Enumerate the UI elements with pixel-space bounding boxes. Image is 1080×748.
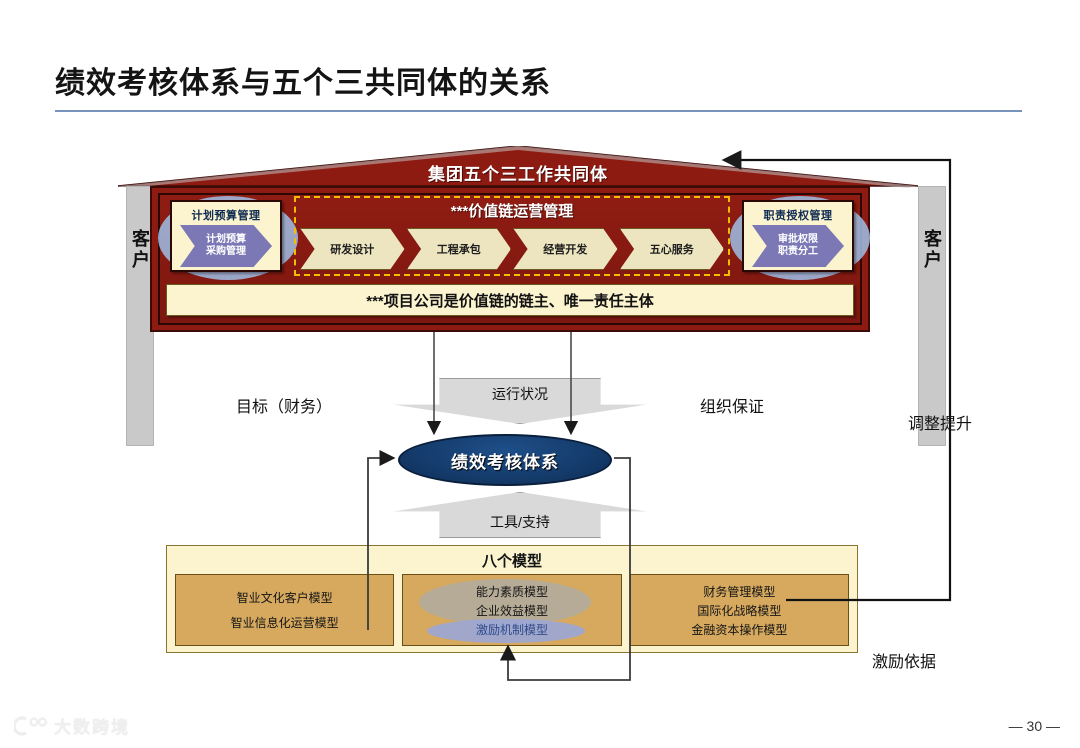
pillar-right-label: 客户 bbox=[922, 229, 942, 271]
model-item: 激励机制模型 bbox=[475, 622, 548, 637]
value-chain-title: ***价值链运营管理 bbox=[450, 203, 574, 220]
authority-title: 职责授权管理 bbox=[763, 210, 833, 222]
operating-status-label: 运行状况 bbox=[492, 386, 548, 402]
authority-box: 职责授权管理 审批权限 职责分工 bbox=[742, 200, 854, 272]
value-chain-step: 五心服务 bbox=[619, 228, 724, 270]
model-item: 财务管理模型 bbox=[703, 584, 776, 599]
tool-support-arrow: 工具/支持 bbox=[394, 492, 646, 538]
performance-system-oval: 绩效考核体系 bbox=[398, 434, 612, 486]
model-item: 能力素质模型 bbox=[475, 584, 548, 599]
model-item: 国际化战略模型 bbox=[697, 603, 782, 618]
house-roof: 集团五个三工作共同体 bbox=[117, 145, 919, 188]
watermark: 大数跨境 bbox=[14, 713, 130, 738]
project-company-banner: ***项目公司是价值链的链主、唯一责任主体 bbox=[166, 284, 854, 316]
models-column-middle: 能力素质模型 企业效益模型 激励机制模型 bbox=[402, 574, 622, 646]
plan-budget-title: 计划预算管理 bbox=[191, 210, 261, 222]
value-chain-steps: 研发设计 工程承包 经营开发 五心服务 bbox=[300, 228, 724, 270]
model-item: 企业效益模型 bbox=[475, 603, 548, 618]
plan-budget-chevron: 计划预算 采购管理 bbox=[180, 225, 272, 267]
model-item: 金融资本操作模型 bbox=[691, 622, 788, 637]
plan-budget-chevron-line1: 计划预算 bbox=[206, 233, 246, 245]
goal-label: 目标（财务） bbox=[236, 399, 333, 416]
title-divider bbox=[55, 110, 1022, 112]
model-item: 智业信息化运营模型 bbox=[230, 616, 339, 630]
org-guarantee-label: 组织保证 bbox=[700, 399, 765, 416]
eight-models-panel: 八个模型 智业文化客户模型 智业信息化运营模型 能力素质模型 企业效益模型 激励… bbox=[166, 545, 858, 653]
value-chain-step: 研发设计 bbox=[300, 228, 405, 270]
pillar-left-label: 客户 bbox=[130, 229, 150, 271]
authority-chevron-line1: 审批权限 bbox=[778, 233, 818, 245]
page-title: 绩效考核体系与五个三共同体的关系 bbox=[55, 67, 551, 100]
value-chain-step: 工程承包 bbox=[406, 228, 511, 270]
authority-chevron-line2: 职责分工 bbox=[778, 246, 818, 257]
plan-budget-chevron-line2: 采购管理 bbox=[206, 246, 246, 257]
operating-status-arrow: 运行状况 bbox=[394, 378, 646, 424]
page-number: — 30 — bbox=[1008, 718, 1060, 734]
eight-models-title: 八个模型 bbox=[481, 553, 542, 570]
authority-chevron: 审批权限 职责分工 bbox=[752, 225, 844, 267]
pillar-right-customer: 客户 bbox=[918, 186, 946, 446]
adjust-improve-label: 调整提升 bbox=[908, 416, 973, 433]
model-item: 智业文化客户模型 bbox=[236, 591, 333, 605]
models-column-right: 财务管理模型 国际化战略模型 金融资本操作模型 bbox=[629, 574, 849, 646]
roof-label: 集团五个三工作共同体 bbox=[428, 165, 608, 184]
watermark-logo-icon bbox=[14, 715, 48, 736]
incentive-basis-label: 激励依据 bbox=[872, 654, 937, 671]
models-column-left: 智业文化客户模型 智业信息化运营模型 bbox=[175, 574, 395, 646]
tool-support-label: 工具/支持 bbox=[490, 514, 550, 530]
models-columns: 智业文化客户模型 智业信息化运营模型 能力素质模型 企业效益模型 激励机制模型 … bbox=[167, 571, 857, 646]
value-chain-step: 经营开发 bbox=[513, 228, 618, 270]
watermark-text: 大数跨境 bbox=[54, 718, 130, 737]
plan-budget-box: 计划预算管理 计划预算 采购管理 bbox=[170, 200, 282, 272]
